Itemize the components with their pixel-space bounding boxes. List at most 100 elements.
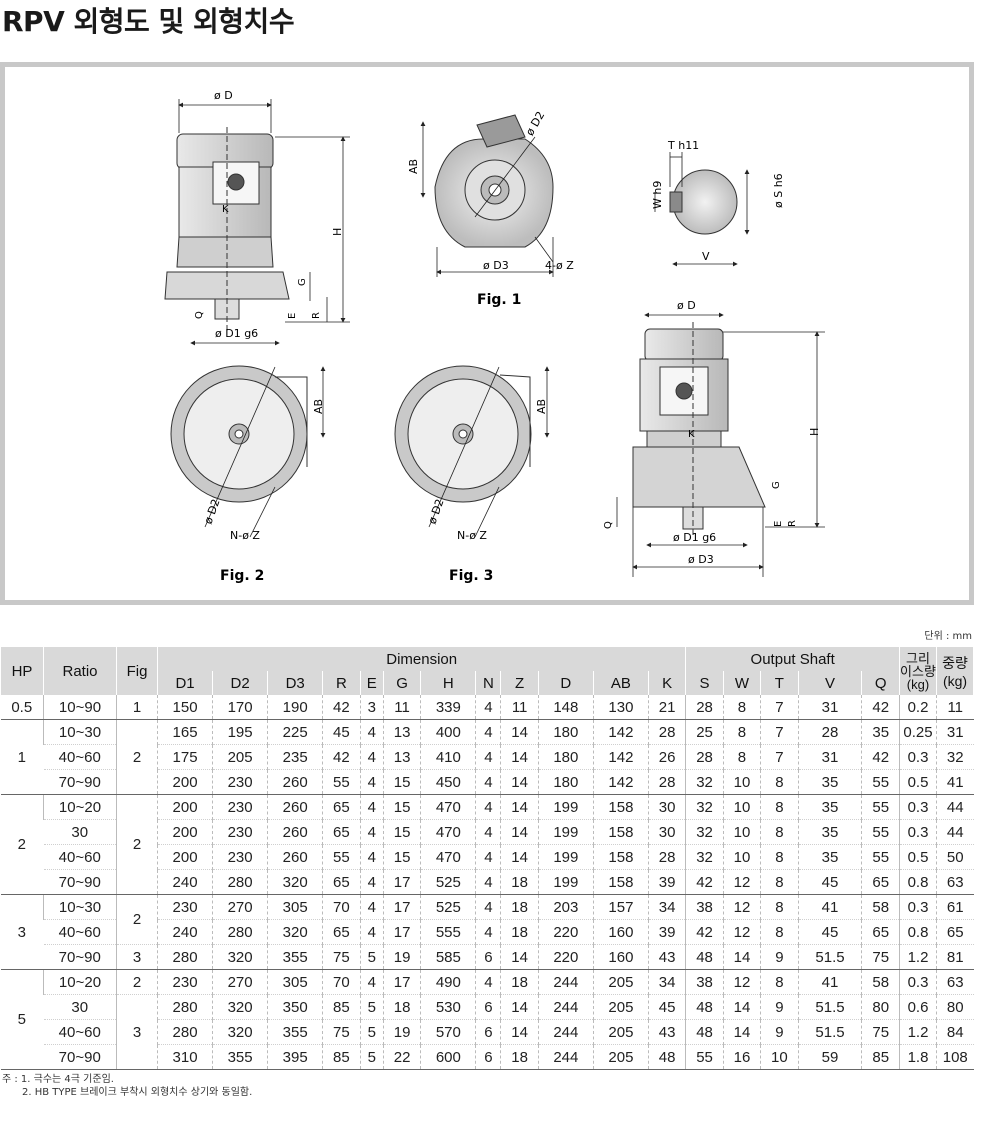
- cell-value: 280: [156, 944, 213, 970]
- th-col-h: H: [420, 671, 477, 695]
- label-Q-1: Q: [194, 311, 205, 319]
- cell-ratio: 10~30: [43, 894, 117, 920]
- cell-value: 4: [475, 844, 501, 870]
- cell-ratio: 40~60: [43, 844, 117, 870]
- cell-value: 14: [722, 994, 761, 1020]
- cell-value: 14: [500, 944, 539, 970]
- cell-ratio: 10~30: [43, 719, 117, 745]
- cell-value: 235: [267, 744, 323, 770]
- label-AB-1: AB: [407, 159, 420, 174]
- cell-value: 28: [797, 719, 862, 745]
- cell-value: 15: [382, 844, 421, 870]
- cell-value: 14: [500, 1019, 539, 1045]
- cell-value: 14: [500, 994, 539, 1020]
- cell-value: 65: [861, 869, 900, 895]
- cell-value: 160: [592, 919, 649, 945]
- cell-fig: 2: [116, 969, 158, 995]
- cell-value: 39: [647, 869, 686, 895]
- cell-value: 55: [861, 794, 900, 820]
- cell-value: 28: [647, 844, 686, 870]
- cell-value: 0.6: [899, 994, 937, 1020]
- cell-hp: 0.5: [0, 695, 44, 720]
- cell-value: 65: [322, 819, 361, 845]
- cell-value: 81: [936, 944, 974, 970]
- cell-value: 525: [420, 869, 476, 895]
- label-phiD2-3: ø D2: [426, 497, 447, 526]
- cell-value: 230: [156, 894, 213, 920]
- cell-value: 470: [420, 819, 476, 845]
- side-view-fig3-dims: [616, 312, 825, 577]
- label-K-3: K: [688, 429, 695, 440]
- cell-value: 13: [382, 719, 421, 745]
- cell-value: 8: [760, 894, 799, 920]
- cell-value: 0.3: [899, 744, 937, 770]
- label-H-3: H: [808, 428, 821, 436]
- th-hp: HP: [0, 647, 44, 695]
- cell-ratio: 40~60: [43, 744, 117, 770]
- cell-ratio: 40~60: [43, 919, 117, 945]
- cell-value: 45: [797, 869, 862, 895]
- cell-ratio: 10~20: [43, 969, 117, 995]
- cell-value: 305: [267, 969, 323, 995]
- cell-value: 410: [420, 744, 476, 770]
- cell-value: 244: [537, 1044, 594, 1070]
- cell-value: 65: [322, 919, 361, 945]
- th-col-d2: D2: [212, 671, 269, 695]
- cell-value: 11: [382, 695, 421, 720]
- cell-value: 6: [475, 994, 501, 1020]
- cell-value: 12: [722, 894, 761, 920]
- cell-value: 15: [382, 819, 421, 845]
- cell-value: 600: [420, 1044, 476, 1070]
- cell-ratio: 10~90: [43, 695, 117, 720]
- th-col-d1: D1: [156, 671, 214, 695]
- cell-value: 35: [861, 719, 900, 745]
- cell-value: 10: [722, 769, 761, 795]
- cell-value: 9: [760, 944, 799, 970]
- cell-value: 470: [420, 844, 476, 870]
- cell-value: 148: [537, 695, 594, 720]
- cell-value: 4: [359, 869, 384, 895]
- th-fig: Fig: [116, 647, 158, 695]
- cell-value: 15: [382, 769, 421, 795]
- label-NZ-3: N-ø Z: [457, 529, 487, 542]
- cell-value: 142: [592, 744, 649, 770]
- cell-value: 0.3: [899, 969, 937, 995]
- cell-value: 205: [592, 1044, 649, 1070]
- cell-value: 35: [797, 819, 862, 845]
- side-view-fig3: [632, 322, 766, 537]
- th-col-w: W: [722, 671, 762, 695]
- cell-value: 43: [647, 944, 686, 970]
- cell-value: 48: [685, 1019, 724, 1045]
- fig1-caption: Fig. 1: [477, 292, 521, 308]
- top-view-dims: [420, 121, 554, 277]
- cell-value: 75: [322, 1019, 361, 1045]
- cell-value: 55: [322, 844, 361, 870]
- cell-value: 530: [420, 994, 476, 1020]
- grease-l3: (kg): [906, 676, 930, 692]
- label-AB-3: AB: [535, 399, 548, 414]
- label-G-3: G: [771, 481, 782, 489]
- th-output-shaft: Output Shaft: [685, 647, 900, 671]
- cell-value: 203: [537, 894, 594, 920]
- fig2-dims: [204, 366, 326, 538]
- cell-value: 48: [685, 994, 724, 1020]
- cell-value: 45: [647, 994, 686, 1020]
- cell-value: 9: [760, 994, 799, 1020]
- cell-hp: 1: [0, 719, 44, 795]
- cell-value: 12: [722, 919, 761, 945]
- cell-value: 70: [322, 969, 361, 995]
- cell-value: 31: [797, 695, 862, 720]
- cell-value: 320: [212, 944, 268, 970]
- cell-value: 1.2: [899, 1019, 937, 1045]
- cell-value: 14: [722, 944, 761, 970]
- cell-value: 0.8: [899, 919, 937, 945]
- cell-value: 16: [722, 1044, 761, 1070]
- cell-value: 41: [797, 894, 862, 920]
- cell-value: 21: [647, 695, 686, 720]
- cell-value: 199: [537, 794, 594, 820]
- cell-value: 0.3: [899, 819, 937, 845]
